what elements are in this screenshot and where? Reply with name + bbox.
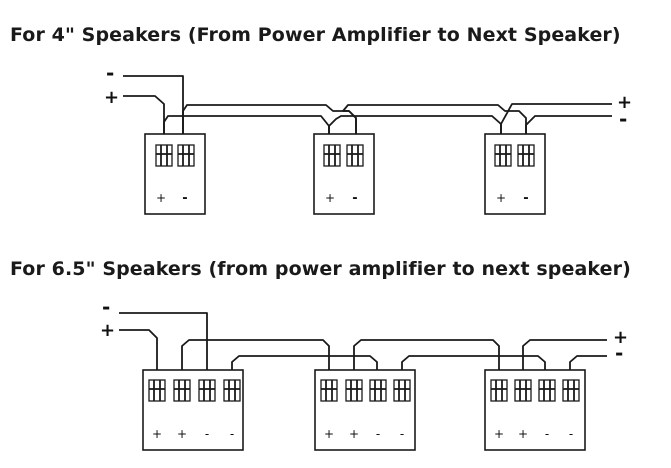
speaker-4in-3: + - [484,133,546,215]
terminal-label-minus: - [569,427,573,441]
speaker-65in-3: + + - - [484,369,586,451]
terminal-label-minus: - [400,427,404,441]
terminal [223,379,241,402]
diagram-4in: - + + - [104,61,632,215]
terminal-label-minus: - [523,191,528,206]
terminal [562,379,580,402]
terminal-label-plus: + [494,427,504,441]
wire-s2-s3-minus-4in [342,104,527,145]
terminal-label-plus: + [349,427,359,441]
wires-65in [119,312,607,380]
speaker-4in-1: + - [144,133,206,215]
input-minus-label-4in: - [106,61,114,85]
output-plus-label-65in: + [613,327,628,348]
terminal-plus [323,144,341,167]
wire-s2-s3-plus-65in [353,339,500,380]
terminal-label-plus: + [152,427,162,441]
output-minus-label-4in: - [619,107,627,131]
output-plus-label-4in: + [617,92,632,113]
wire-s1-s2-minus-65in [231,355,378,380]
wire-s2-s3-minus-65in [401,355,546,380]
terminal-label-minus: - [230,427,234,441]
output-minus-label-65in: - [615,341,623,365]
terminal-label-minus: - [376,427,380,441]
terminal-label-plus: + [156,191,166,205]
diagram-65in: - + + - [100,295,628,451]
wire-amp-minus-65in [119,312,208,380]
terminal-label-minus: - [545,427,549,441]
input-plus-label-65in: + [100,320,115,341]
terminal [320,379,338,402]
terminal [538,379,556,402]
terminal-label-minus: - [182,191,187,206]
terminal-label-minus: - [352,191,357,206]
terminal-label-minus: - [205,427,209,441]
terminal [198,379,216,402]
section-4in-title: For 4" Speakers (From Power Amplifier to… [10,24,621,46]
terminal [148,379,166,402]
input-minus-label-65in: - [102,295,110,319]
section-65in-title: For 6.5" Speakers (from power amplifier … [10,258,631,280]
terminal-plus [494,144,512,167]
terminal [173,379,191,402]
speaker-65in-1: + + - - [142,369,244,451]
terminal [514,379,532,402]
terminal [369,379,387,402]
terminal-minus [177,144,195,167]
terminal-label-plus: + [496,191,506,205]
terminal-label-plus: + [177,427,187,441]
wire-out-plus-65in [522,339,607,380]
terminal [393,379,411,402]
terminal-minus [517,144,535,167]
terminal-minus [346,144,364,167]
terminal-label-plus: + [518,427,528,441]
terminal-label-plus: + [324,427,334,441]
wire-amp-plus-65in [119,329,158,380]
speaker-65in-2: + + - - [314,369,416,451]
terminal-plus [155,144,173,167]
input-plus-label-4in: + [104,87,119,108]
terminal-label-plus: + [325,191,335,205]
speaker-4in-2: + - [313,133,375,215]
wire-s1-s2-plus-65in [181,339,330,380]
terminal [345,379,363,402]
terminal [490,379,508,402]
